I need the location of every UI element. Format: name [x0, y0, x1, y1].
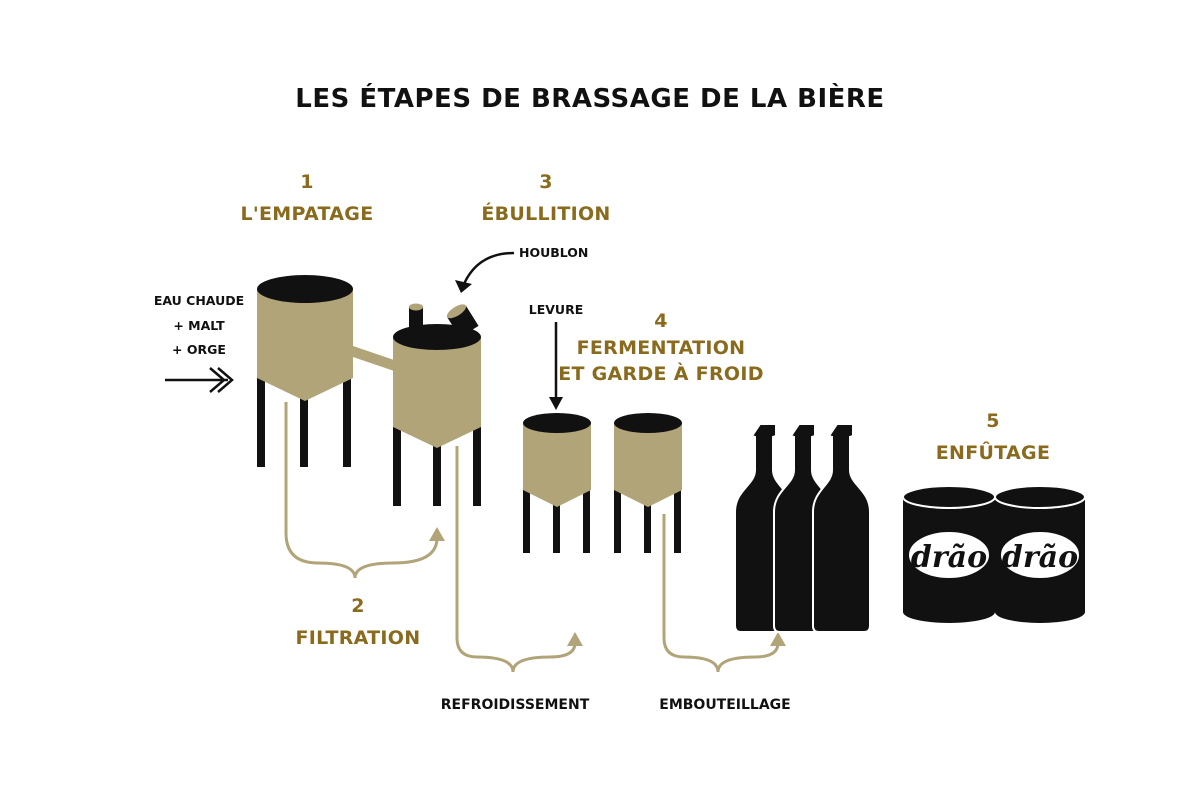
refroidissement-label: REFROIDISSEMENT [441, 697, 590, 713]
step-1-name: L'EMPATAGE [241, 203, 374, 225]
mash-tank-icon [257, 275, 353, 467]
keg-2-brand: drão [1002, 540, 1078, 575]
page-title: LES ÉTAPES DE BRASSAGE DE LA BIÈRE [295, 82, 884, 114]
filtration-arrow [284, 402, 445, 579]
step-5-name: ENFÛTAGE [936, 440, 1050, 464]
keg-2-icon: drão [994, 485, 1086, 623]
step-1-number: 1 [300, 171, 314, 193]
fermenter-tank-1-icon [523, 413, 591, 553]
step-3-number: 3 [539, 171, 553, 193]
step-2-number: 2 [351, 595, 365, 617]
transfer-pipe [353, 346, 397, 372]
bottling-arrow [662, 514, 786, 673]
levure-label: LEVURE [529, 302, 584, 317]
step-4-name-line2: ET GARDE À FROID [558, 362, 764, 385]
input-arrow-icon [165, 367, 234, 393]
curved-arrow-icon [455, 251, 515, 293]
cooling-arrow [455, 446, 583, 673]
step-2-name: FILTRATION [296, 627, 421, 649]
step-3-name: ÉBULLITION [481, 202, 610, 225]
step-4-name-line1: FERMENTATION [577, 337, 746, 359]
keg-1-icon: drão [902, 485, 996, 623]
input-water: EAU CHAUDE [154, 293, 244, 308]
input-malt: + MALT [173, 318, 225, 333]
step-4-number: 4 [654, 310, 668, 332]
boil-kettle-icon [393, 303, 481, 506]
embouteillage-label: EMBOUTEILLAGE [659, 697, 791, 713]
down-arrow-icon [549, 322, 563, 410]
houblon-label: HOUBLON [519, 245, 588, 260]
keg-1-brand: drão [911, 540, 987, 575]
input-orge: + ORGE [172, 342, 226, 357]
fermenter-tank-2-icon [614, 413, 682, 553]
step-5-number: 5 [986, 410, 1000, 432]
bottle-3-icon [812, 423, 871, 633]
